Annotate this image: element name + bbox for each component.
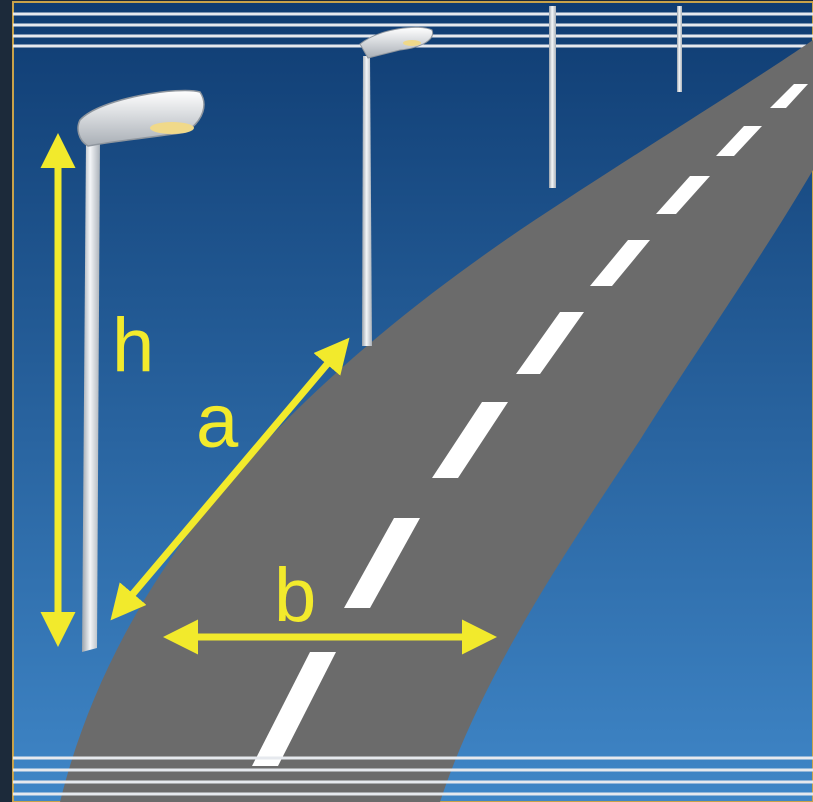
height-label: h	[112, 303, 155, 388]
street-lamp-icon	[359, 26, 434, 346]
spacing-arrow	[110, 337, 350, 621]
far-lamp-pole-1	[549, 6, 556, 188]
street-lamp-icon	[77, 89, 205, 652]
spacing-label: a	[196, 379, 239, 464]
bottom-stripes	[13, 756, 813, 796]
width-label: b	[274, 553, 317, 638]
lane-markings	[252, 84, 808, 766]
far-lamp-pole-2	[677, 6, 682, 92]
